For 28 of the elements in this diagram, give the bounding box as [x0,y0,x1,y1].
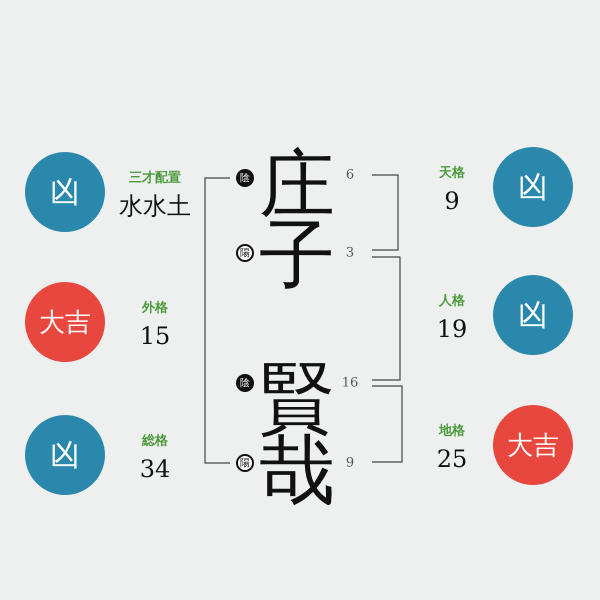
stroke-number: 16 [342,376,358,390]
category-label: 総格 [142,434,168,448]
yang-badge: 陽 [236,244,254,262]
yin-badge: 陰 [236,169,254,187]
stroke-number: 3 [346,246,354,260]
category-label: 地格 [439,424,465,438]
stroke-number: 9 [346,456,354,470]
yang-badge: 陽 [236,454,254,472]
stroke-count: 15 [140,324,170,348]
category-label: 三才配置 [129,172,181,184]
yin-badge: 陰 [236,374,254,392]
fortune-circle: 凶 [493,275,573,355]
category-label: 外格 [142,302,168,314]
fortune-circle: 凶 [25,415,105,495]
stroke-count: 19 [436,317,468,341]
fortune-circle: 大吉 [25,282,105,362]
category-label: 天格 [439,166,465,180]
fortune-circle: 凶 [25,152,105,232]
stroke-number: 6 [346,168,354,182]
name-character: 賢 [259,360,335,436]
category-label: 人格 [439,294,465,308]
stroke-count: 34 [140,457,170,481]
stroke-count: 25 [436,447,468,471]
stroke-count: 水水土 [119,194,191,218]
fortune-circle: 大吉 [493,405,573,485]
fortune-circle: 凶 [493,147,573,227]
name-character: 子 [259,217,335,293]
stroke-count: 9 [444,189,460,213]
